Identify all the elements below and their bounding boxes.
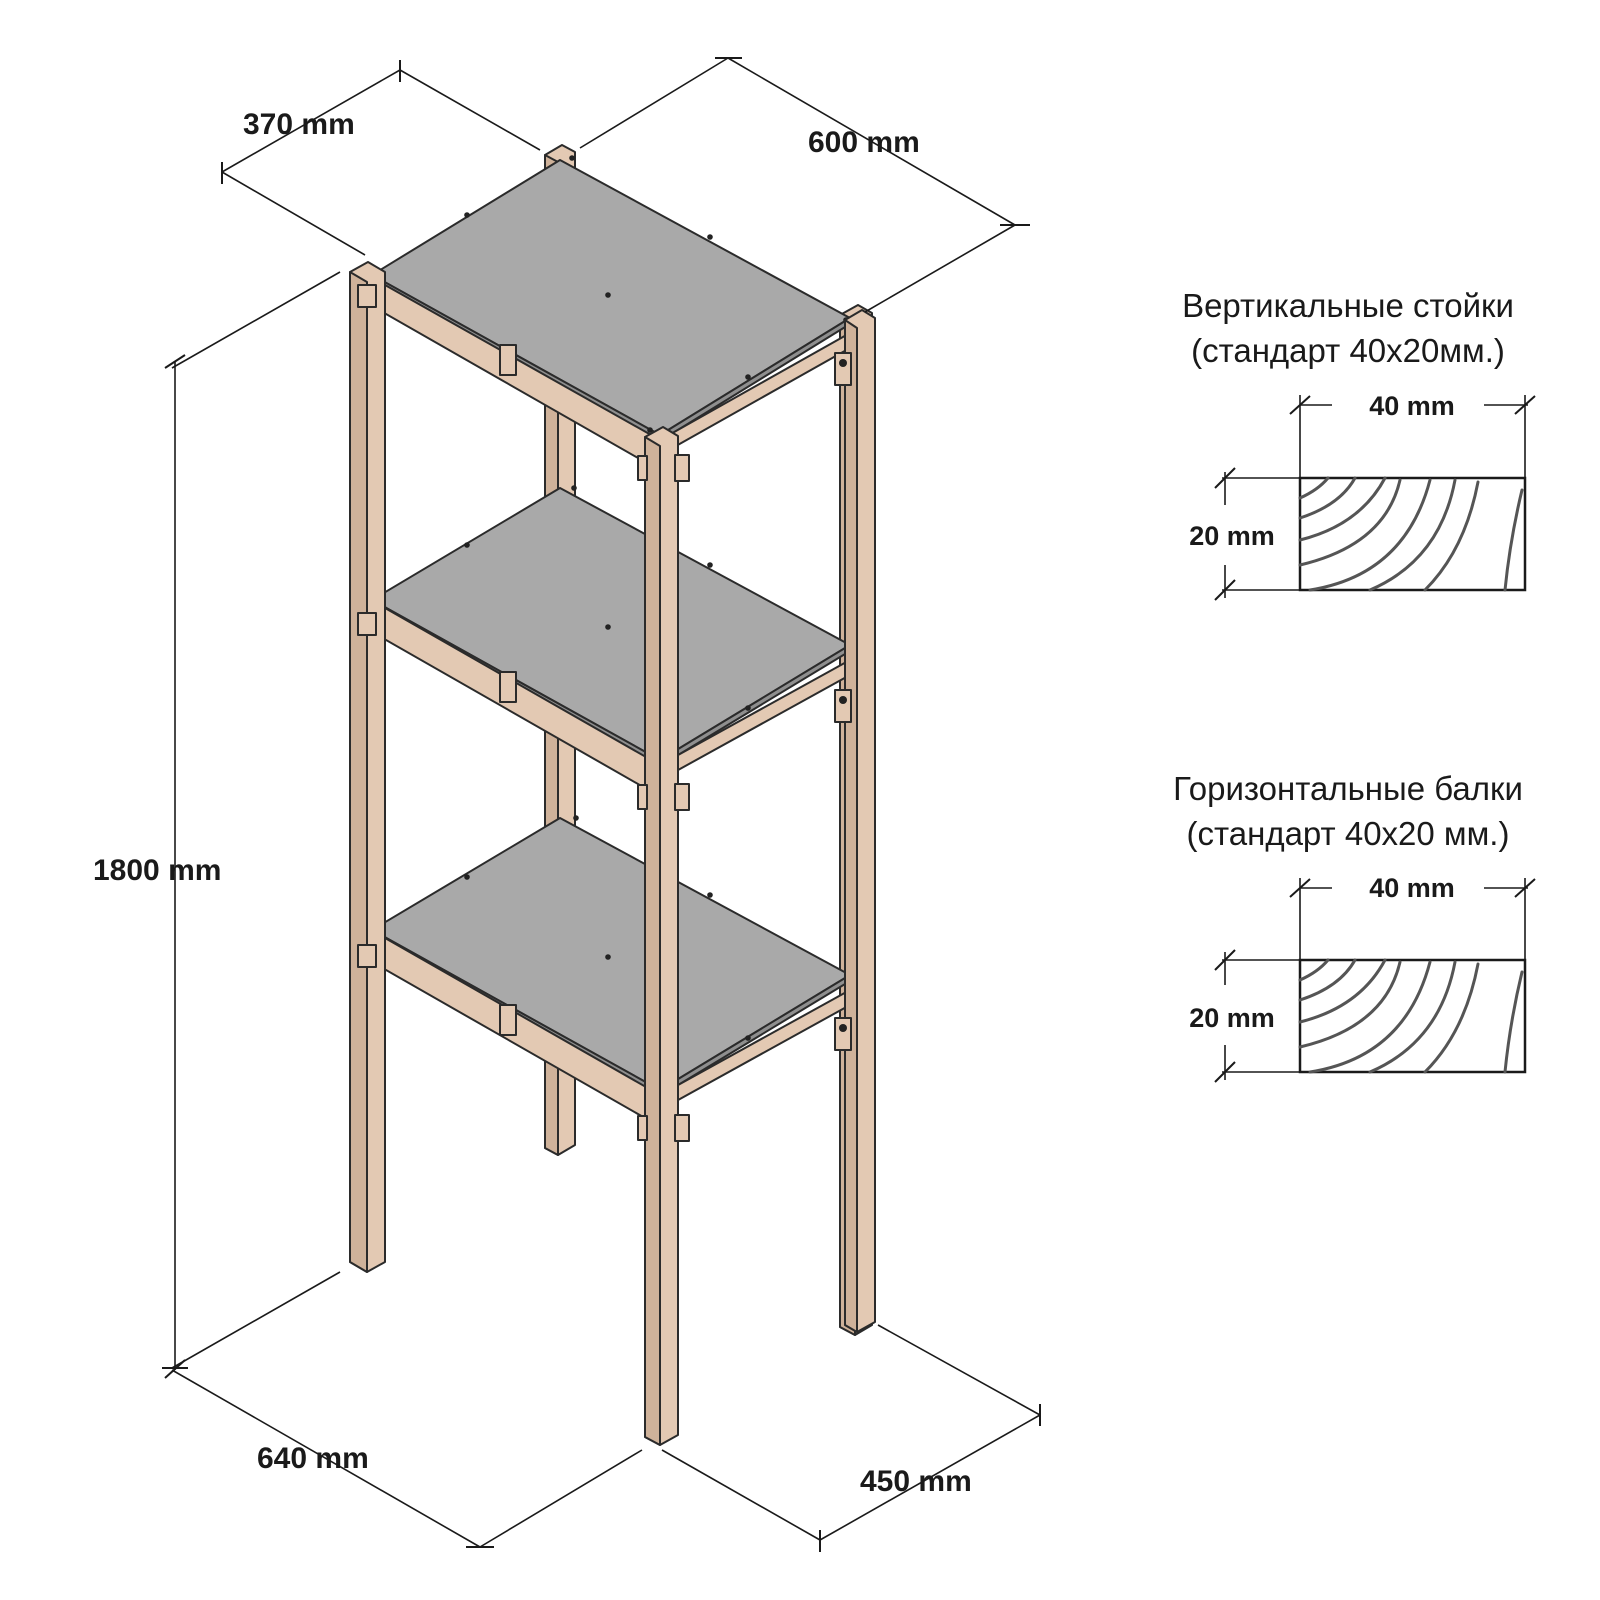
right-post [834, 309, 876, 1333]
section-horizontal-grain [1298, 958, 1524, 1074]
dim-height: 1800 mm [93, 854, 221, 887]
section-vertical-grain [1298, 476, 1524, 592]
dim-width-bottom: 640 mm [257, 1442, 369, 1475]
front-front-post [637, 426, 690, 1446]
dimension-lines [162, 57, 1041, 1552]
section-horizontal-height: 20 mm [1189, 1003, 1275, 1033]
shelf-middle-holes [464, 485, 751, 711]
section-vertical-width: 40 mm [1369, 391, 1455, 421]
section-vertical-title: Вертикальные стойки [1182, 287, 1514, 324]
shelf-bottom [371, 815, 851, 1119]
front-left-post [349, 261, 386, 1273]
section-horizontal-beams: Горизонтальные балки (стандарт 40х20 мм.… [1173, 770, 1536, 1083]
section-vertical-posts: Вертикальные стойки (стандарт 40х20мм.) … [1182, 287, 1536, 601]
shelf-top [371, 155, 851, 463]
section-vertical-subtitle: (стандарт 40х20мм.) [1191, 332, 1505, 369]
dim-width-top: 600 mm [808, 126, 920, 159]
section-horizontal-profile [1298, 958, 1527, 1074]
section-vertical-height: 20 mm [1189, 521, 1275, 551]
section-horizontal-width: 40 mm [1369, 873, 1455, 903]
section-horizontal-title: Горизонтальные балки [1173, 770, 1523, 807]
shelf-unit [349, 144, 876, 1446]
dim-depth-bottom: 450 mm [860, 1465, 972, 1498]
shelf-middle [371, 485, 851, 789]
section-vertical-profile [1298, 476, 1527, 592]
section-horizontal-subtitle: (стандарт 40х20 мм.) [1187, 815, 1510, 852]
dim-depth-top: 370 mm [243, 108, 355, 141]
